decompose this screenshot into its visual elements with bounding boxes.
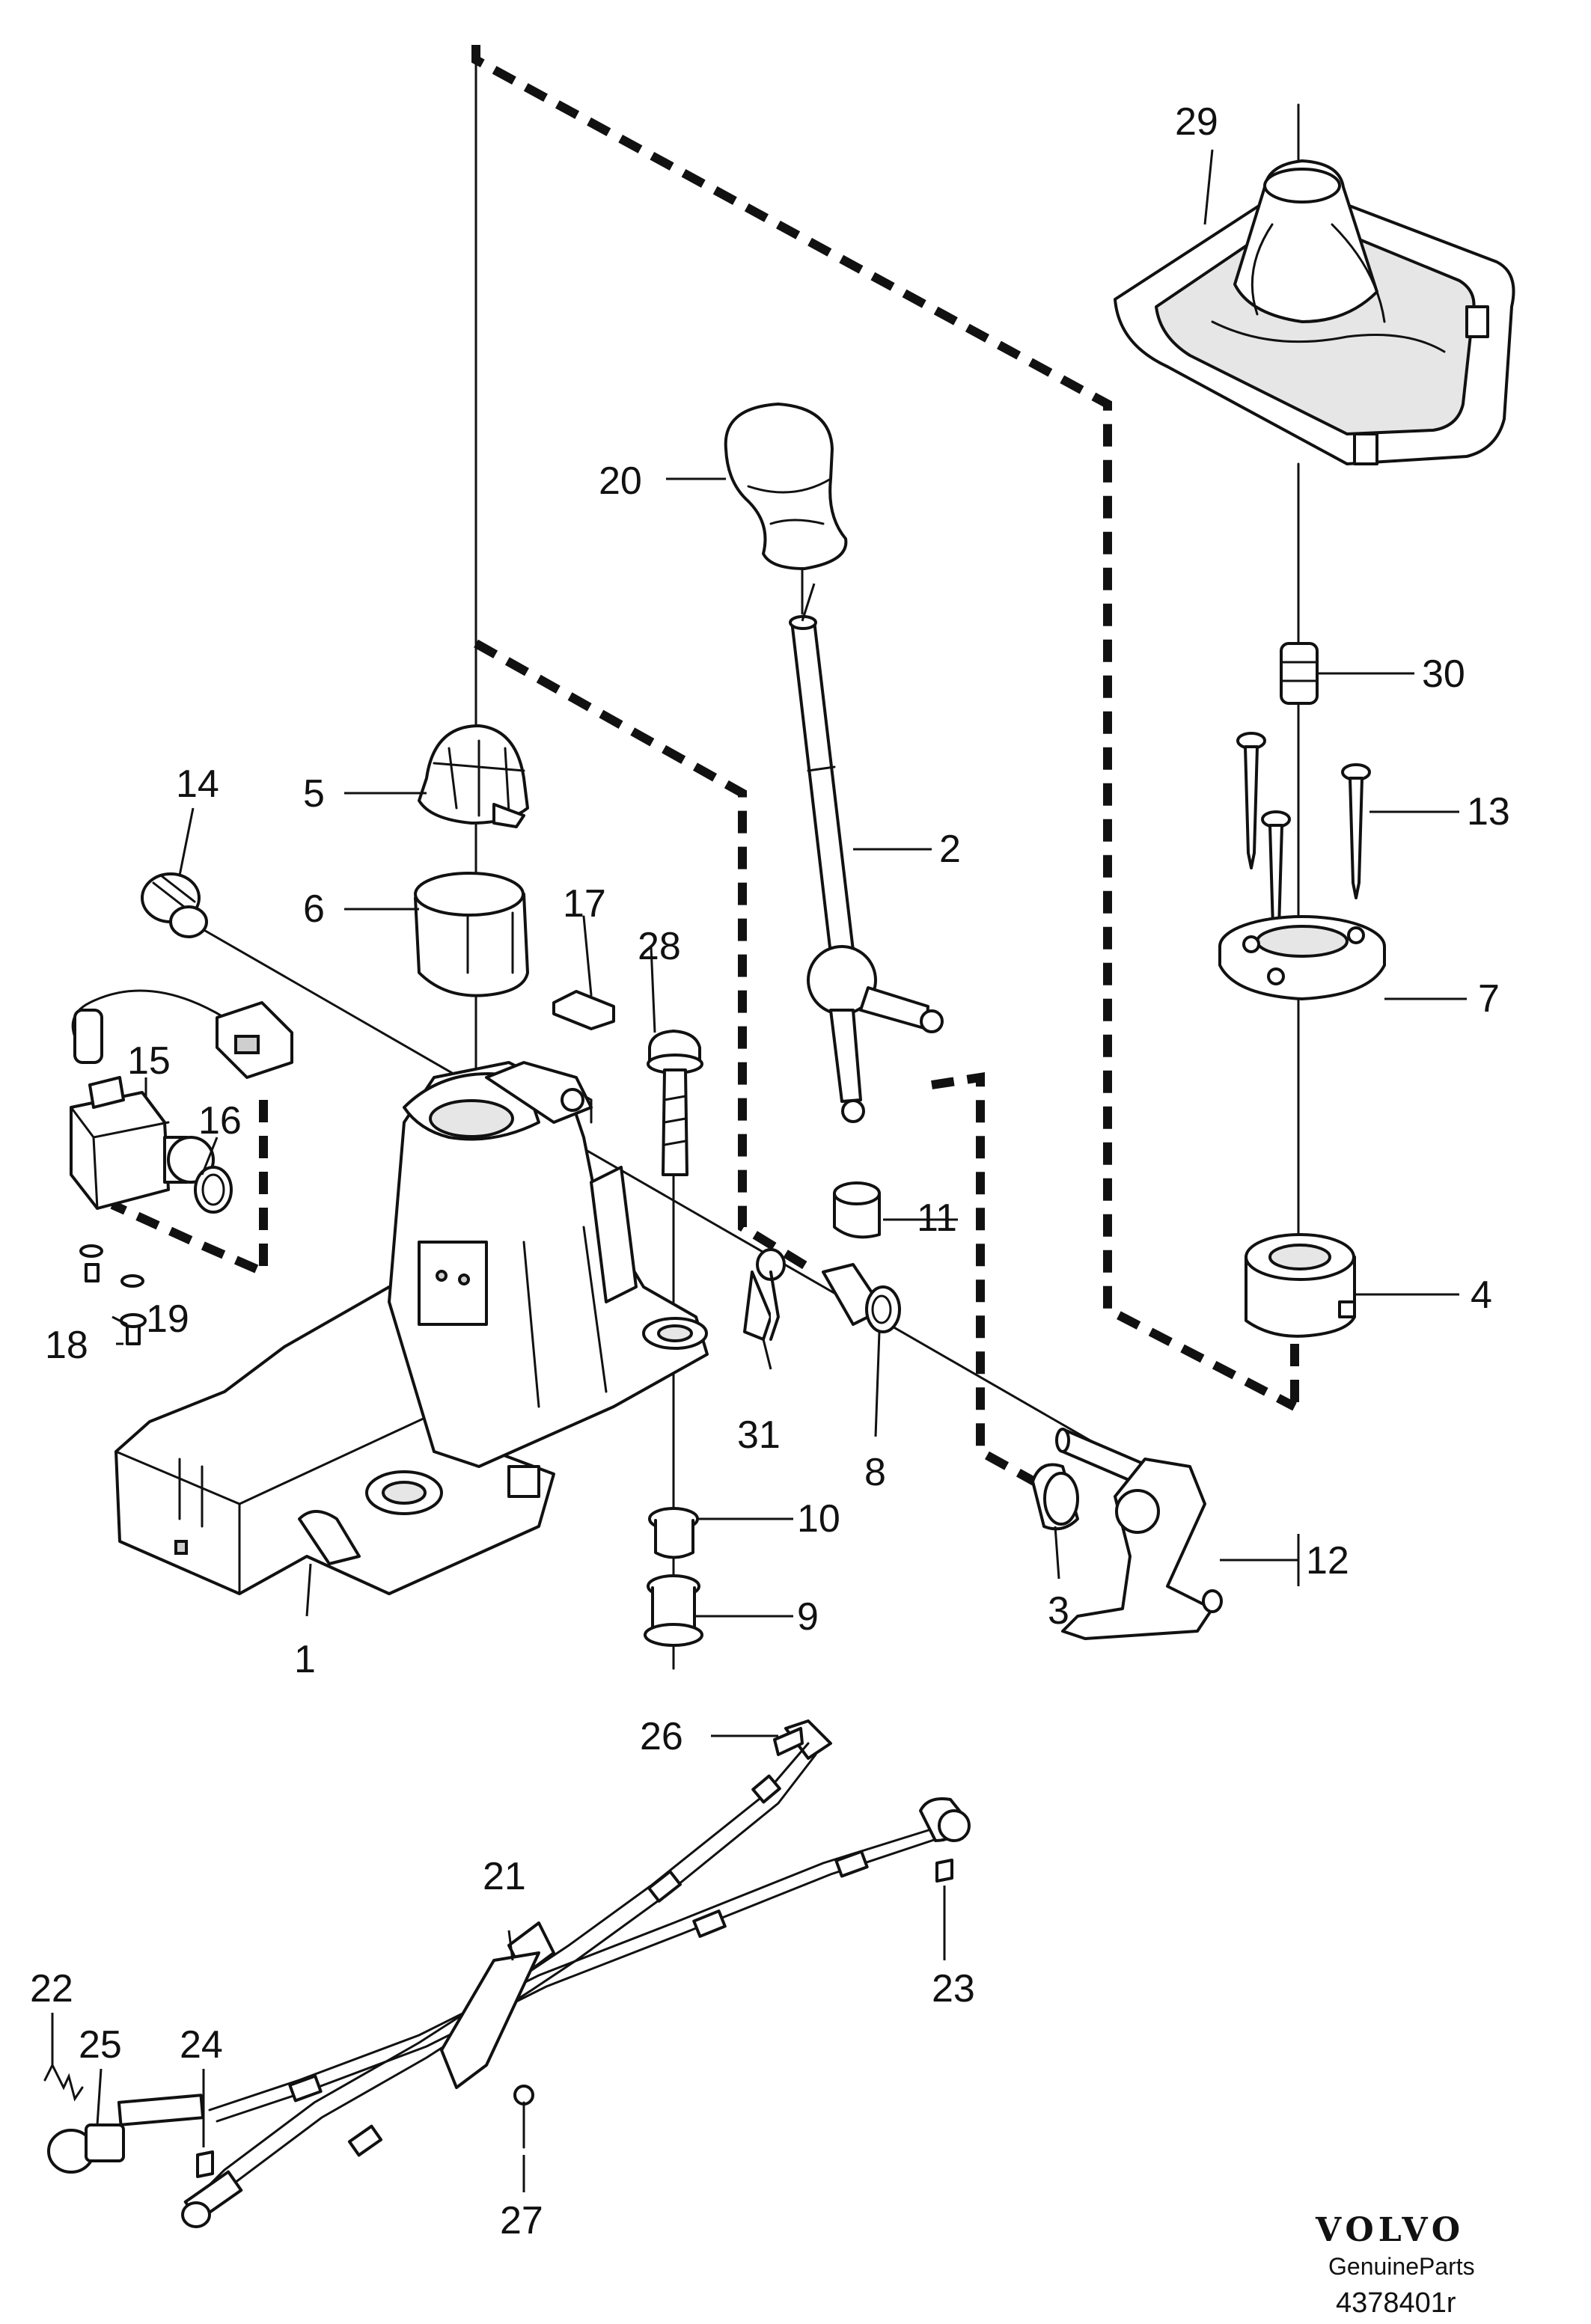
part-7-flange	[1218, 915, 1386, 1000]
label-31: 31	[737, 1413, 781, 1457]
label-13: 13	[1467, 790, 1510, 834]
part-25-end-fitting	[47, 2123, 125, 2174]
label-1: 1	[294, 1638, 316, 1681]
label-12: 12	[1306, 1539, 1349, 1583]
label-18: 18	[45, 1324, 88, 1367]
part-14-grommet	[141, 872, 208, 938]
part-20-gear-knob	[724, 403, 848, 570]
label-6: 6	[303, 887, 325, 931]
label-5: 5	[303, 772, 325, 816]
label-3: 3	[1048, 1589, 1069, 1633]
part-27-fastener	[513, 2085, 534, 2149]
label-19: 19	[146, 1297, 189, 1341]
part-28-bolt	[647, 1030, 703, 1176]
part-30-bushing	[1280, 642, 1319, 705]
label-30: 30	[1422, 652, 1465, 696]
part-5-cap	[418, 724, 529, 828]
part-24-clip	[196, 2150, 214, 2178]
part-16-o-ring	[194, 1166, 233, 1214]
label-21: 21	[483, 1855, 526, 1898]
part-2-gear-lever	[789, 615, 944, 1123]
part-6-sleeve	[414, 872, 529, 997]
part-23-clip	[935, 1859, 953, 1883]
part-21-cable-assembly	[117, 1719, 971, 2228]
part-31-spring-clip	[743, 1248, 786, 1341]
part-22-spring-clip	[43, 2062, 84, 2102]
part-12-selector-lever	[1055, 1428, 1223, 1640]
diagram-code: 4378401r	[1336, 2287, 1456, 2319]
label-20: 20	[599, 459, 642, 503]
part-9-bushing	[644, 1574, 703, 1647]
label-10: 10	[797, 1497, 840, 1541]
brand-block: VOLVO GenuineParts 4378401r	[1315, 2211, 1475, 2319]
part-4-sleeve	[1245, 1233, 1356, 1338]
assembly-dashed-lines	[110, 45, 1299, 1493]
part-15-solenoid	[70, 989, 293, 1210]
label-28: 28	[638, 925, 681, 968]
brand-name: VOLVO	[1315, 2211, 1465, 2249]
label-11: 11	[917, 1196, 957, 1240]
label-22: 22	[30, 1967, 73, 2010]
leader-lines	[51, 149, 1467, 2192]
label-14: 14	[176, 762, 219, 806]
part-11-bushing	[833, 1181, 881, 1239]
label-4: 4	[1471, 1273, 1492, 1317]
part-number-labels: 29 20 30 5 14 13 2 6 17 28 7 15 16 11 4 …	[30, 100, 1510, 2242]
label-16: 16	[198, 1099, 242, 1143]
part-1-gear-shift-housing	[114, 1061, 709, 1595]
part-13-screws	[1236, 732, 1371, 946]
part-17-clip	[552, 915, 615, 1030]
part-3-bushing	[1031, 1463, 1079, 1531]
label-29: 29	[1175, 100, 1218, 144]
label-8: 8	[864, 1451, 886, 1494]
label-9: 9	[797, 1595, 819, 1639]
label-17: 17	[563, 882, 606, 926]
brand-subtitle: GenuineParts	[1328, 2253, 1475, 2280]
label-23: 23	[932, 1967, 975, 2010]
label-15: 15	[127, 1039, 171, 1083]
part-8-plug	[822, 1263, 901, 1333]
label-24: 24	[180, 2023, 223, 2067]
label-26: 26	[640, 1715, 683, 1758]
part-29-shift-boot-frame	[1114, 159, 1515, 465]
part-18-19-screws	[79, 1244, 147, 1345]
part-26-clip	[773, 1727, 804, 1756]
label-7: 7	[1478, 977, 1500, 1021]
label-27: 27	[500, 2199, 543, 2242]
label-25: 25	[79, 2023, 122, 2067]
label-2: 2	[939, 828, 961, 871]
part-10-bushing	[648, 1507, 699, 1559]
